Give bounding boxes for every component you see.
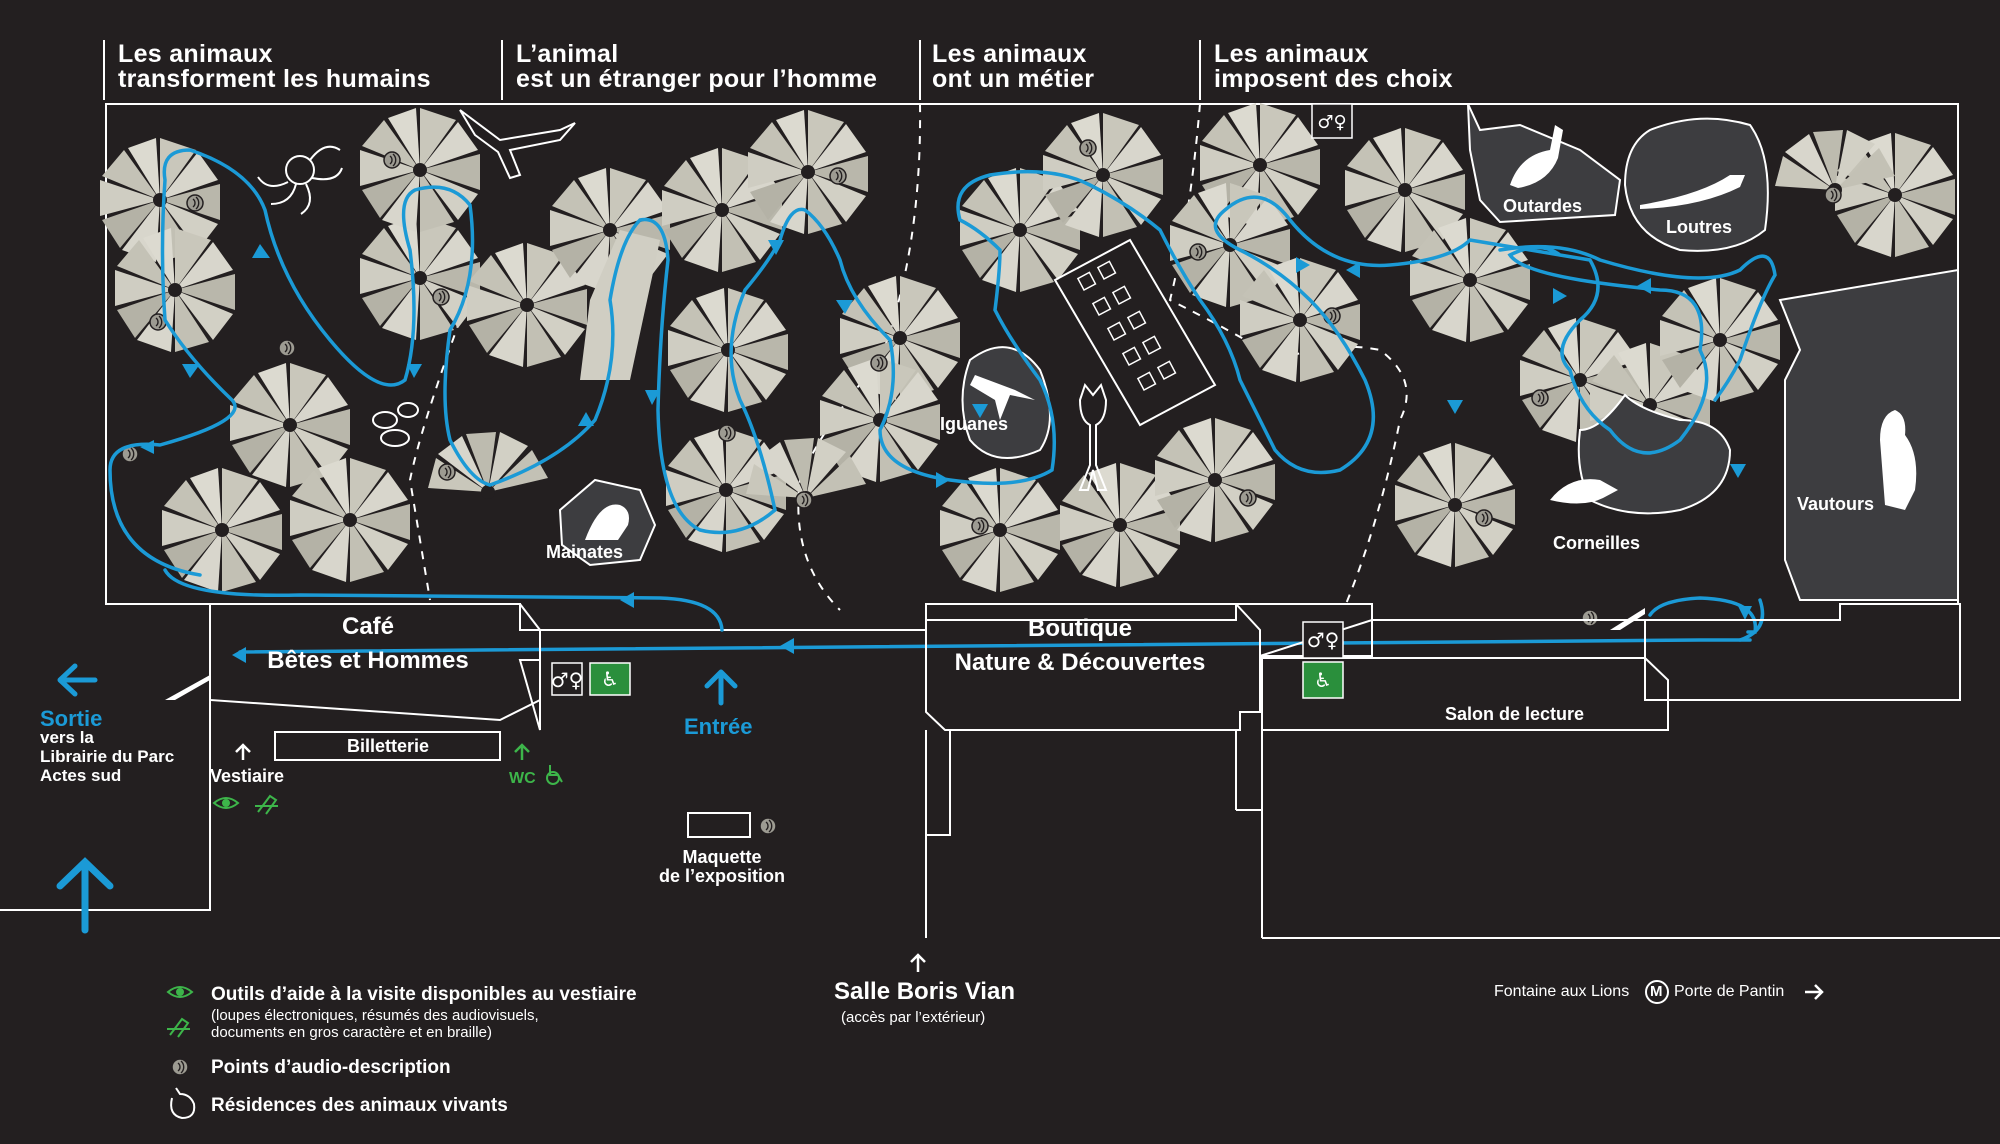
zone-1-line2: transforment les humains [118,65,431,93]
octopus-drawing [257,145,343,215]
sortie-line2: vers la [40,728,94,747]
room-maquette: Maquette de l’exposition [652,848,792,886]
zone-3-line1: Les animaux [932,40,1087,68]
wc-pictograms: ♂♀ ♿ ♂♀ ♿ ♂♀ [551,103,1353,699]
building-outlines [0,603,2000,939]
fontaine-label: Fontaine aux Lions [1494,983,1630,1000]
stairs [165,608,1645,700]
room-cafe: Café Bêtes et Hommes [238,610,498,678]
label-loutres: Loutres [1666,217,1733,237]
cafe-name-line2: Bêtes et Hommes [267,647,469,674]
sortie-destination: vers la Librairie du Parc Actes sud [40,728,174,785]
zone-dividers [103,40,1201,100]
plane-drawing [459,109,576,180]
room-boutique: Boutique Nature & Découvertes [930,612,1230,680]
residence-iguanes [961,346,1051,459]
svg-text:♿: ♿ [601,667,619,691]
sortie-label[interactable]: Sortie [40,706,103,731]
metro-letter: M [1650,983,1663,1000]
svg-text:♂♀: ♂♀ [1307,628,1340,652]
legend-habitats: Résidences des animaux vivants [211,1095,508,1116]
label-corneilles: Corneilles [1553,533,1641,553]
eye-icon [166,797,240,998]
zone-4-line1: Les animaux [1214,40,1369,68]
residence-outardes [1467,103,1622,224]
arrows [56,663,738,934]
label-iguanes: Iguanes [940,414,1009,434]
legend-tools-detail: (loupes électroniques, résumés des audio… [211,1007,539,1041]
zone-2-line2: est un étranger pour l’homme [516,65,878,93]
path-arrows [140,240,1752,663]
salle-boris-vian: Salle Boris Vian [834,978,1015,1005]
legend-audio: Points d’audio-description [211,1057,451,1078]
entree-label[interactable]: Entrée [684,714,753,739]
zone-2-line1: L’animal [516,40,619,68]
green-arrow [514,743,530,760]
sortie-line4: Actes sud [40,766,122,785]
label-mainates: Mainates [546,542,624,562]
zone-1-line1: Les animaux [118,40,273,68]
room-salon-lecture: Salon de lecture [1445,704,1585,724]
legend-tools: Outils d’aide à la visite disponibles au… [211,984,637,1005]
legend-tools-detail-line1: (loupes électroniques, résumés des audio… [211,1007,539,1024]
maquette-line2: de l’exposition [658,866,786,886]
footprint-drawing [372,402,419,447]
tall-panel [580,230,660,380]
svg-text:♂♀: ♂♀ [1317,112,1346,133]
boutique-name-line2: Nature & Découvertes [954,649,1206,676]
zone-boundaries [408,103,1408,611]
svg-text:♿: ♿ [1314,668,1332,692]
legend-audio-icon [171,1058,189,1076]
zone-3-line2: ont un métier [932,65,1095,93]
porte-label: Porte de Pantin [1674,983,1785,1000]
legend-habitat-icon [170,1087,196,1120]
wc-label: WC [509,770,536,787]
zone-heading-1: Les animaux transforment les humains [118,42,431,92]
zone-4-line2: imposent des choix [1214,65,1453,93]
metro-icon [1645,980,1669,1004]
zone-heading-3: Les animaux ont un métier [932,42,1094,92]
legend-tools-detail-line2: documents en gros caractère et en braill… [211,1024,492,1041]
residence-loutres [1623,117,1769,252]
hand-icon [167,794,278,1038]
maquette-line1: Maquette [682,847,762,867]
svg-text:♂♀: ♂♀ [551,668,584,692]
small-arrows [235,743,1824,1000]
visit-path [108,148,1777,654]
zone-heading-2: L’animal est un étranger pour l’homme [516,42,877,92]
room-billetterie: Billetterie [346,736,430,756]
grid-exhibit [1053,238,1217,427]
residence-mainates [558,478,657,567]
label-outardes: Outardes [1503,196,1583,216]
salle-access-note: (accès par l’extérieur) [841,1009,986,1026]
cat-figure [1078,382,1108,491]
wheelchair-icon [546,765,563,785]
boutique-name-line1: Boutique [1028,615,1132,642]
cafe-name-line1: Café [341,613,395,640]
zone-heading-4: Les animaux imposent des choix [1214,42,1453,92]
residence-vautours [1778,268,1959,601]
label-vautours: Vautours [1797,494,1875,514]
vestiaire-label: Vestiaire [210,766,285,786]
sortie-line3: Librairie du Parc [40,747,175,766]
